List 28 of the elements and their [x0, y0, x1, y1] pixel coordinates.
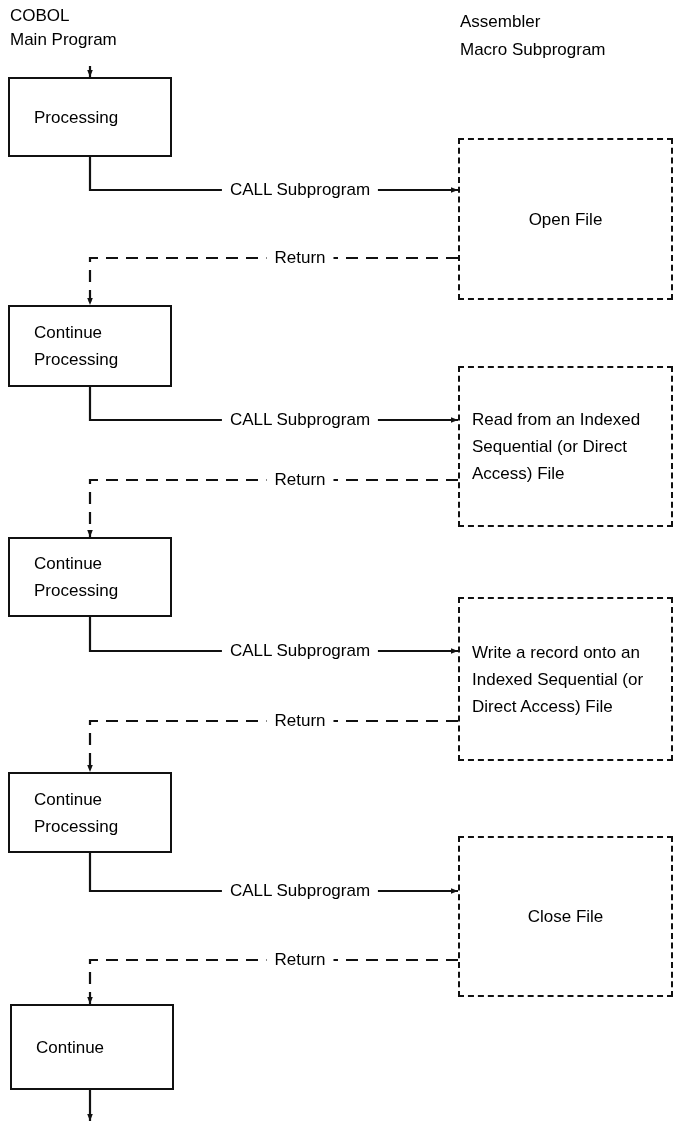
box-text: Continue Processing: [34, 322, 120, 371]
box-text: Close File: [527, 906, 604, 928]
subprogram-box: [458, 366, 673, 527]
box-text: Continue Processing: [34, 553, 120, 602]
arrow: [87, 1090, 93, 1121]
edge-label: CALL Subprogram: [221, 881, 379, 901]
process-box: [8, 305, 172, 387]
edge-label: CALL Subprogram: [221, 410, 379, 430]
edge-label: CALL Subprogram: [221, 641, 379, 661]
process-box: [8, 77, 172, 157]
subprogram-box: [458, 138, 673, 300]
box-text: Open File: [528, 208, 603, 231]
heading-text: Main Program: [10, 30, 117, 50]
heading-text: COBOL: [10, 6, 70, 26]
box-text: Processing: [34, 106, 119, 129]
heading-text: Assembler: [460, 12, 541, 32]
heading-text: Macro Subprogram: [460, 40, 606, 60]
box-text: Continue Processing: [34, 788, 120, 838]
subprogram-box: [458, 597, 673, 761]
process-box: [8, 772, 172, 853]
process-box: [8, 537, 172, 617]
process-box: [10, 1004, 174, 1090]
arrow: [87, 66, 93, 77]
subprogram-box: [458, 836, 673, 997]
box-text: Write a record onto an Indexed Sequential (or Direct Access) File: [472, 641, 645, 718]
box-text: Continue: [36, 1036, 105, 1059]
edge-label: CALL Subprogram: [221, 180, 379, 200]
box-text: Read from an Indexed Sequential (or Direct Access) File: [472, 409, 642, 485]
